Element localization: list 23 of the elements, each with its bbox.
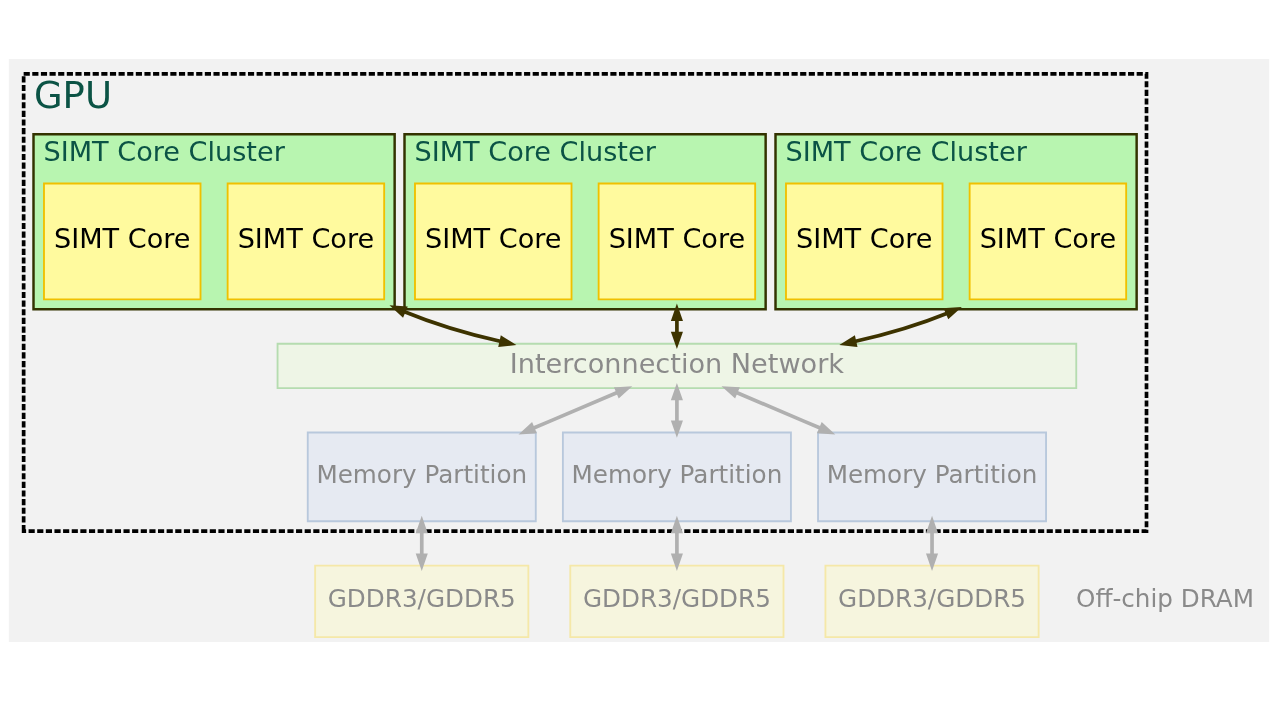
arrow xyxy=(721,386,836,435)
node-box: SIMT Core xyxy=(597,182,757,301)
node-box: Memory Partition xyxy=(817,431,1047,523)
arrow xyxy=(839,307,962,348)
node-box: GDDR3/GDDR5 xyxy=(569,564,785,638)
node-box: SIMT Core xyxy=(226,182,386,301)
node-box: Memory Partition xyxy=(306,431,537,523)
node-box: SIMT Core xyxy=(414,182,573,301)
node-box: SIMT Core xyxy=(785,182,944,301)
arrow xyxy=(670,303,683,349)
arrow xyxy=(670,382,683,438)
node-box: Memory Partition xyxy=(561,431,792,523)
label: Off-chip DRAM xyxy=(1076,584,1254,614)
node-box: SIMT Core xyxy=(43,182,202,301)
node-box: GDDR3/GDDR5 xyxy=(824,564,1040,638)
node-box: SIMT Core xyxy=(968,182,1128,301)
arrow xyxy=(670,515,683,571)
node-box: GDDR3/GDDR5 xyxy=(314,564,530,638)
arrow xyxy=(926,515,939,571)
arrow xyxy=(389,305,517,348)
arrow xyxy=(518,386,633,435)
node-box: Interconnection Network xyxy=(276,342,1078,389)
arrow xyxy=(415,515,428,571)
